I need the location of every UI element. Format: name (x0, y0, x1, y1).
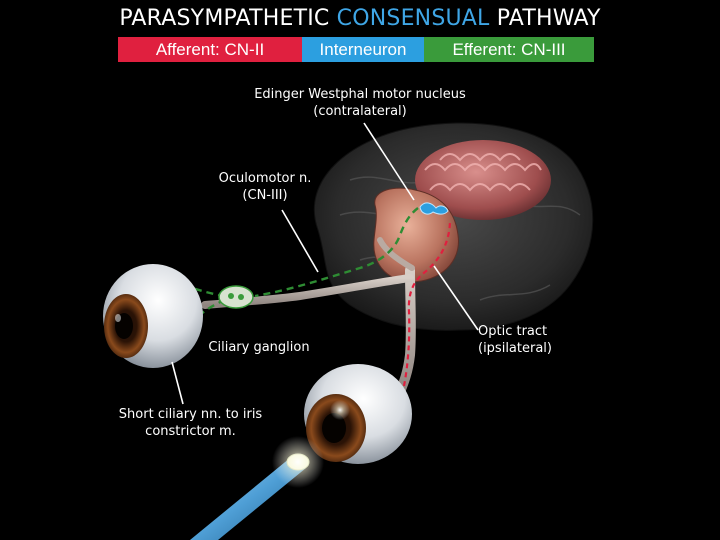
label-ciliary-text: Ciliary ganglion (203, 339, 315, 356)
left-eyeball (103, 264, 203, 368)
title-part-1: PARASYMPATHETIC (119, 6, 329, 31)
short-ciliary-leader-line (172, 362, 183, 404)
page-title: PARASYMPATHETIC CONSENSUAL PATHWAY (0, 6, 720, 31)
label-oculomotor-line1: Oculomotor n. (210, 170, 320, 187)
legend-efferent: Efferent: CN-III (424, 37, 594, 62)
label-short-ciliary: Short ciliary nn. to iris constrictor m. (108, 406, 273, 440)
title-part-2: CONSENSUAL (337, 6, 490, 31)
label-short-line1: Short ciliary nn. to iris (108, 406, 273, 423)
oculomotor-leader-line (282, 210, 318, 272)
label-oculomotor-line2: (CN-III) (210, 187, 320, 204)
penlight (190, 436, 324, 540)
ciliary-ganglion-shape (219, 286, 253, 308)
pathway-legend: Afferent: CN-II Interneuron Efferent: CN… (118, 37, 594, 62)
label-optic-line1: Optic tract (478, 323, 558, 340)
label-optic-tract: Optic tract (ipsilateral) (478, 323, 558, 357)
label-edinger-line2: (contralateral) (250, 103, 470, 120)
label-oculomotor: Oculomotor n. (CN-III) (210, 170, 320, 204)
label-edinger-line1: Edinger Westphal motor nucleus (250, 86, 470, 103)
label-short-line2: constrictor m. (108, 423, 273, 440)
legend-interneuron: Interneuron (302, 37, 424, 62)
label-ciliary-ganglion: Ciliary ganglion (203, 339, 315, 356)
legend-afferent: Afferent: CN-II (118, 37, 302, 62)
title-part-3: PATHWAY (497, 6, 601, 31)
label-optic-line2: (ipsilateral) (478, 340, 558, 357)
label-edinger-westphal: Edinger Westphal motor nucleus (contrala… (250, 86, 470, 120)
